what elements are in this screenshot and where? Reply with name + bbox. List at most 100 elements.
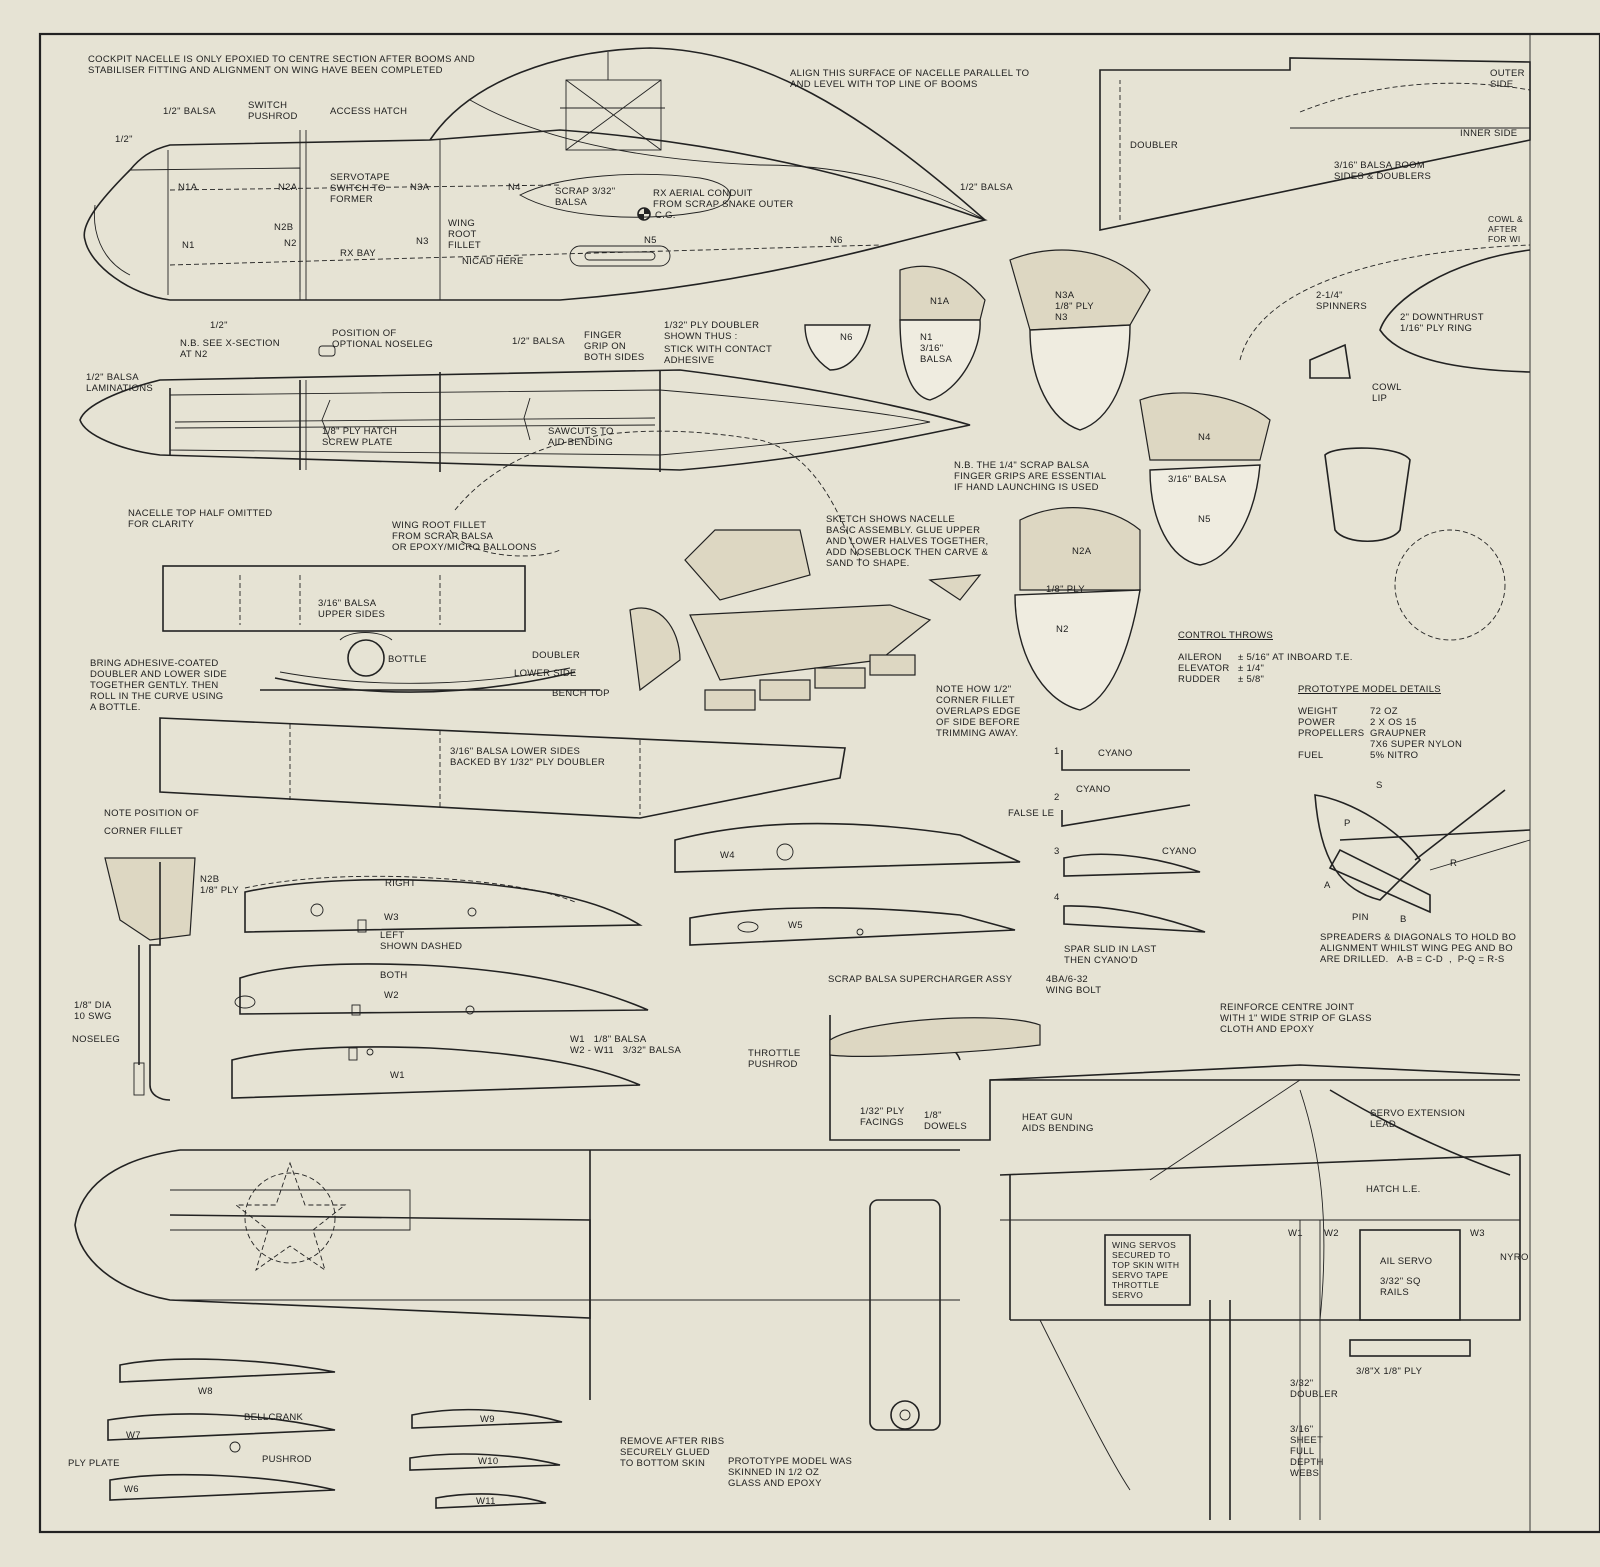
label-half-balsa-3: 1/2" BALSA [512,336,565,347]
label-half-balsa-2: 1/2" BALSA [960,182,1013,193]
boom-star [74,1149,960,1400]
proto-value: 72 OZ [1370,706,1398,717]
label-inner-side: INNER SIDE [1460,128,1518,139]
label-step-4: 4 [1054,892,1060,903]
label-finger-grip: FINGER GRIP ON BOTH SIDES [584,330,645,363]
label-ply-38: 3/8"x 1/8" PLY [1356,1366,1423,1377]
proto-details-table: WEIGHT 72 OZ POWER 2 x OS 15 PROPELLERS … [1298,706,1462,761]
label-hatch-le: HATCH L.E. [1366,1184,1421,1195]
label-stick: STICK WITH CONTACT ADHESIVE [664,344,773,366]
label-point-s: S [1376,780,1383,791]
label-w3: W3 [384,912,399,923]
label-ply-hatch: 1/8" PLY HATCH SCREW PLATE [322,426,398,448]
label-n3a: N3A [410,182,430,193]
label-webs: 3/16" SHEET FULL DEPTH WEBS [1290,1424,1324,1479]
note-spar: SPAR SLID IN LAST THEN CYANO'D [1064,944,1157,966]
spreader-rig [1314,789,1531,914]
throw-row: ELEVATOR ± 1/4" [1178,663,1353,674]
leading-edge-steps [1061,750,1206,933]
label-half-balsa-1: 1/2" BALSA [163,106,216,117]
label-heat-gun: HEAT GUN AIDS BENDING [1022,1112,1094,1134]
proto-row: FUEL 5% NITRO [1298,750,1462,761]
label-w1-centre: W1 [1288,1228,1303,1239]
note-xsection: N.B. SEE X-SECTION AT N2 [180,338,280,360]
sheet-border [38,32,1600,1534]
throw-value: ± 1/4" [1238,663,1265,674]
label-laminations: 1/2" BALSA LAMINATIONS [86,372,153,394]
label-right: RIGHT [385,878,417,889]
label-downthrust: 2" DOWNTHRUST 1/16" PLY RING [1400,312,1484,334]
label-w2: W2 [384,990,399,1001]
label-w5: W5 [788,920,803,931]
wing-ribs-small [107,1358,563,1509]
label-access-hatch: ACCESS HATCH [330,106,408,117]
label-n5-former: N5 [1198,514,1211,525]
label-w3-centre: W3 [1470,1228,1485,1239]
label-step-1: 1 [1054,746,1060,757]
label-wing-root: WING ROOT FILLET [448,218,481,251]
label-corner-fillet: CORNER FILLET [104,826,183,837]
label-bench-top: BENCH TOP [552,688,610,699]
label-rails: 3/32" SQ RAILS [1380,1276,1421,1298]
note-bottle: BRING ADHESIVE-COATED DOUBLER AND LOWER … [90,658,227,713]
label-boom-sides: 3/16" BALSA BOOM SIDES & DOUBLERS [1334,160,1432,182]
label-n4-former: N4 [1198,432,1211,443]
label-half-tri-2: 1/2" [210,320,228,331]
proto-name: POWER [1298,717,1336,728]
label-point-a: A [1324,880,1331,891]
label-w10: W10 [478,1456,499,1467]
label-wing-bolt: 4BA/6-32 WING BOLT [1046,974,1102,996]
nacelle-side-view [83,47,988,357]
proto-row: POWER 2 x OS 15 [1298,717,1462,728]
label-w2-centre: W2 [1324,1228,1339,1239]
label-n3: N3 [416,236,429,247]
label-doubler-top: DOUBLER [1130,140,1179,151]
note-wing-root-fillet: WING ROOT FILLET FROM SCRAP BALSA OR EPO… [392,520,537,553]
note-remove: REMOVE AFTER RIBS SECURELY GLUED TO BOTT… [620,1436,725,1469]
label-cowl-lip: COWL LIP [1372,382,1402,404]
label-w4: W4 [720,850,735,861]
label-sawcuts: SAWCUTS TO AID BENDING [548,426,614,448]
label-note-position: NOTE POSITION OF [104,808,200,819]
label-dowels: 1/8" DOWELS [924,1110,967,1132]
label-servo-extension: SERVO EXTENSION LEAD [1370,1108,1466,1130]
control-throws-title: CONTROL THROWS [1178,630,1273,641]
boom-side [1099,57,1531,231]
label-pin: PIN [1352,912,1369,923]
proto-name: WEIGHT [1298,706,1338,717]
label-n2b-ply: N2B 1/8" PLY [200,874,239,896]
label-bellcrank: BELLCRANK [244,1412,304,1423]
throw-value: ± 5/16" AT INBOARD T.E. [1238,652,1353,663]
label-rib-material: W1 1/8" BALSA W2 - W11 3/32" BALSA [570,1034,682,1056]
label-lower-sides: 3/16" BALSA LOWER SIDES BACKED BY 1/32" … [450,746,606,768]
label-half-tri-1: 1/2" [115,134,133,145]
label-pushrod: PUSHROD [262,1454,312,1465]
throw-name: AILERON [1178,652,1222,663]
label-noseleg: NOSELEG [72,1034,121,1045]
label-n2-former: N2 [1056,624,1069,635]
label-n2: N2 [284,238,297,249]
proto-row: PROPELLERS GRAUPNER 7x6 SUPER NYLON [1298,728,1462,750]
note-sketch: SKETCH SHOWS NACELLE BASIC ASSEMBLY. GLU… [826,514,989,569]
label-noseleg-position: POSITION OF OPTIONAL NOSELEG [332,328,434,350]
throw-name: RUDDER [1178,674,1221,685]
label-cyano-3: CYANO [1162,846,1197,857]
doubler-curve [279,667,571,684]
proto-details-title: PROTOTYPE MODEL DETAILS [1298,684,1441,695]
label-point-b: B [1400,914,1407,925]
label-supercharger: SCRAP BALSA SUPERCHARGER ASSY [828,974,1013,985]
label-w6: W6 [124,1484,139,1495]
note-spreaders: SPREADERS & DIAGONALS TO HOLD BO ALIGNME… [1320,932,1517,965]
label-both: BOTH [380,970,408,981]
spinner-cowl [1239,244,1531,641]
label-dia: 1/8" DIA 10 SWG [74,1000,112,1022]
label-ail-servo: AIL SERVO [1380,1256,1433,1267]
label-servotape: SERVOTAPE SWITCH TO FORMER [330,172,390,205]
assembly-sketch [629,529,982,711]
label-switch-pushrod: SWITCH PUSHROD [248,100,298,122]
note-align: ALIGN THIS SURFACE OF NACELLE PARALLEL T… [790,68,1030,90]
note-top-half: NACELLE TOP HALF OMITTED FOR CLARITY [128,508,273,530]
proto-value: 5% NITRO [1370,750,1419,761]
label-n6-former: N6 [840,332,853,343]
